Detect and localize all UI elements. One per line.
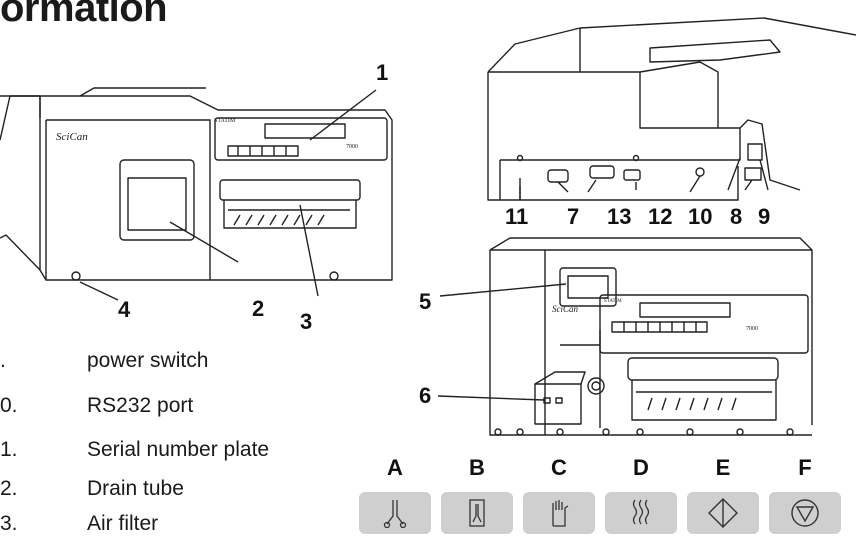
device-label-right: STATIM xyxy=(604,299,622,304)
cycle-button-d xyxy=(605,492,677,534)
legend-number: . xyxy=(0,349,6,372)
legend-label: Air filter xyxy=(87,512,159,535)
callout-11: 11 xyxy=(505,204,529,229)
cycle-button-a xyxy=(359,492,431,534)
callout-2: 2 xyxy=(252,296,265,321)
cycle-button-b xyxy=(441,492,513,534)
stop-button xyxy=(769,492,841,534)
front-view-unit xyxy=(0,87,393,301)
callout-6: 6 xyxy=(419,383,432,408)
button-letter-a: A xyxy=(387,455,403,480)
model-number-left: 7000 xyxy=(346,144,358,150)
front-right-unit xyxy=(437,237,813,436)
callout-1: 1 xyxy=(376,60,389,85)
button-letter-f: F xyxy=(798,455,812,480)
button-letter-b: B xyxy=(469,455,485,480)
brand-logo-left: SciCan xyxy=(56,131,88,143)
wrapped-instrument-icon xyxy=(469,499,485,527)
callout-13: 13 xyxy=(607,204,632,229)
legend-number: 1. xyxy=(0,438,18,461)
legend-number: 3. xyxy=(0,512,18,535)
legend-number: 2. xyxy=(0,477,18,500)
callout-12: 12 xyxy=(648,204,673,229)
legend-label: power switch xyxy=(87,349,209,372)
callout-8: 8 xyxy=(730,204,743,229)
legend-label: RS232 port xyxy=(87,394,194,417)
model-number-right: 7000 xyxy=(746,326,758,332)
button-letter-e: E xyxy=(715,455,731,480)
callout-10: 10 xyxy=(688,204,713,229)
section-title: ormation xyxy=(0,0,168,30)
cycle-button-c xyxy=(523,492,595,534)
device-label-left: STATIM xyxy=(214,118,236,124)
start-diamond-icon xyxy=(708,498,738,528)
scissors-icon xyxy=(383,500,407,528)
legend-label: Serial number plate xyxy=(87,438,270,461)
button-letter-d: D xyxy=(633,455,649,480)
button-letter-c: C xyxy=(551,455,567,480)
heat-waves-icon xyxy=(632,499,650,525)
stop-triangle-icon xyxy=(791,499,819,527)
callout-3: 3 xyxy=(300,309,313,334)
callout-9: 9 xyxy=(758,204,771,229)
brand-logo-right: SciCan xyxy=(552,304,578,314)
callout-4: 4 xyxy=(118,297,131,322)
callout-7: 7 xyxy=(567,204,580,229)
legend-number: 0. xyxy=(0,394,18,417)
legend-label: Drain tube xyxy=(87,477,184,500)
rear-view-unit xyxy=(487,17,856,201)
callout-5: 5 xyxy=(419,289,432,314)
start-button xyxy=(687,492,759,534)
glove-icon xyxy=(552,500,569,527)
